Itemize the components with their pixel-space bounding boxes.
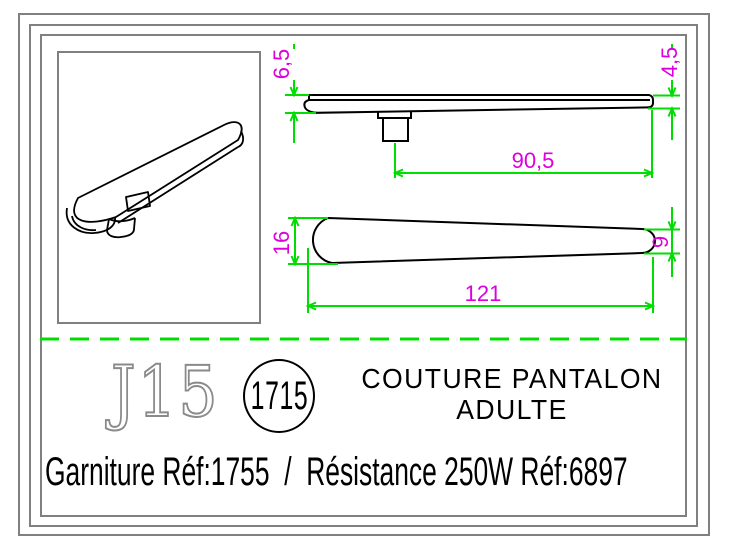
serial-number: 1715 [250, 373, 308, 418]
iso-left-scoop-inner [71, 215, 97, 232]
iso-boss [106, 217, 136, 239]
dim-121-lines [305, 248, 656, 313]
dimension-lines [285, 44, 680, 313]
top-view [312, 216, 656, 265]
side-left-end [303, 94, 318, 114]
dim-905-lines [392, 110, 655, 178]
dim-45-lines [648, 44, 680, 140]
iso-bottom-edge [117, 146, 239, 224]
dim-45-label: 4,5 [657, 47, 682, 78]
dim-65-label: 6,5 [269, 49, 294, 80]
title-line-2: ADULTE [456, 394, 568, 425]
inner-frame [40, 34, 687, 517]
dim-9-label: 9 [648, 236, 673, 248]
iso-top-face [73, 121, 243, 223]
footer-references: Garniture Réf:1755 / Résistance 250W Réf… [45, 450, 628, 494]
side-view [303, 94, 654, 142]
side-tab [377, 111, 412, 142]
side-top-edge [308, 94, 654, 109]
iso-boss-top [108, 217, 136, 223]
dim-905-label: 90,5 [512, 148, 555, 173]
dim-16-label: 16 [269, 231, 294, 255]
side-bottom-edge [314, 106, 650, 114]
model-code: J15 [110, 351, 220, 433]
outer-frame [18, 13, 710, 536]
serial-number-circle: 1715 [243, 359, 315, 433]
isometric-view [65, 121, 245, 239]
title-line-1: COUTURE PANTALON [361, 363, 663, 394]
dim-65-lines [285, 44, 316, 143]
dim-16-lines [288, 215, 338, 267]
iso-notch [125, 191, 151, 212]
iso-left-scoop [65, 207, 116, 234]
dimension-labels: 6,5 4,5 90,5 16 9 121 [269, 47, 682, 306]
dim-121-label: 121 [465, 281, 502, 306]
drawing-title: COUTURE PANTALON ADULTE [352, 363, 672, 425]
top-outline [312, 216, 656, 265]
middle-frame [29, 24, 698, 527]
iso-right-edge-thickness [237, 130, 245, 148]
isometric-view-box [57, 51, 261, 324]
dim-9-lines [644, 207, 680, 277]
